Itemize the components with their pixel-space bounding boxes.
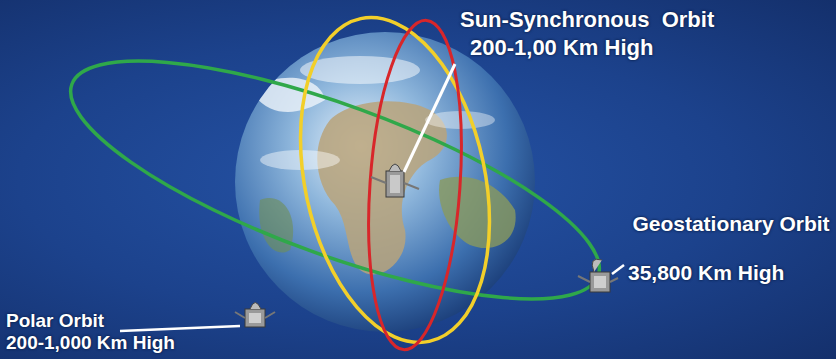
satellite [578,259,618,292]
leader-line [612,265,624,274]
geostationary-orbit [46,14,624,346]
leader-line [404,64,455,172]
leader-line [120,326,240,331]
orbit-label: Sun-Synchronous Orbit [460,8,714,31]
satellite [235,303,275,328]
orbit-label: Geostationary Orbit [632,212,830,236]
earth [235,32,535,332]
orbit-label: 200-1,000 Km High [6,333,175,353]
satellite [371,164,419,197]
orbit-label: Polar Orbit [6,311,104,331]
orbit-label: 35,800 Km High [628,262,784,284]
sun-synchronous-orbit [359,17,472,352]
orbit-label: 200-1,00 Km High [470,36,653,59]
